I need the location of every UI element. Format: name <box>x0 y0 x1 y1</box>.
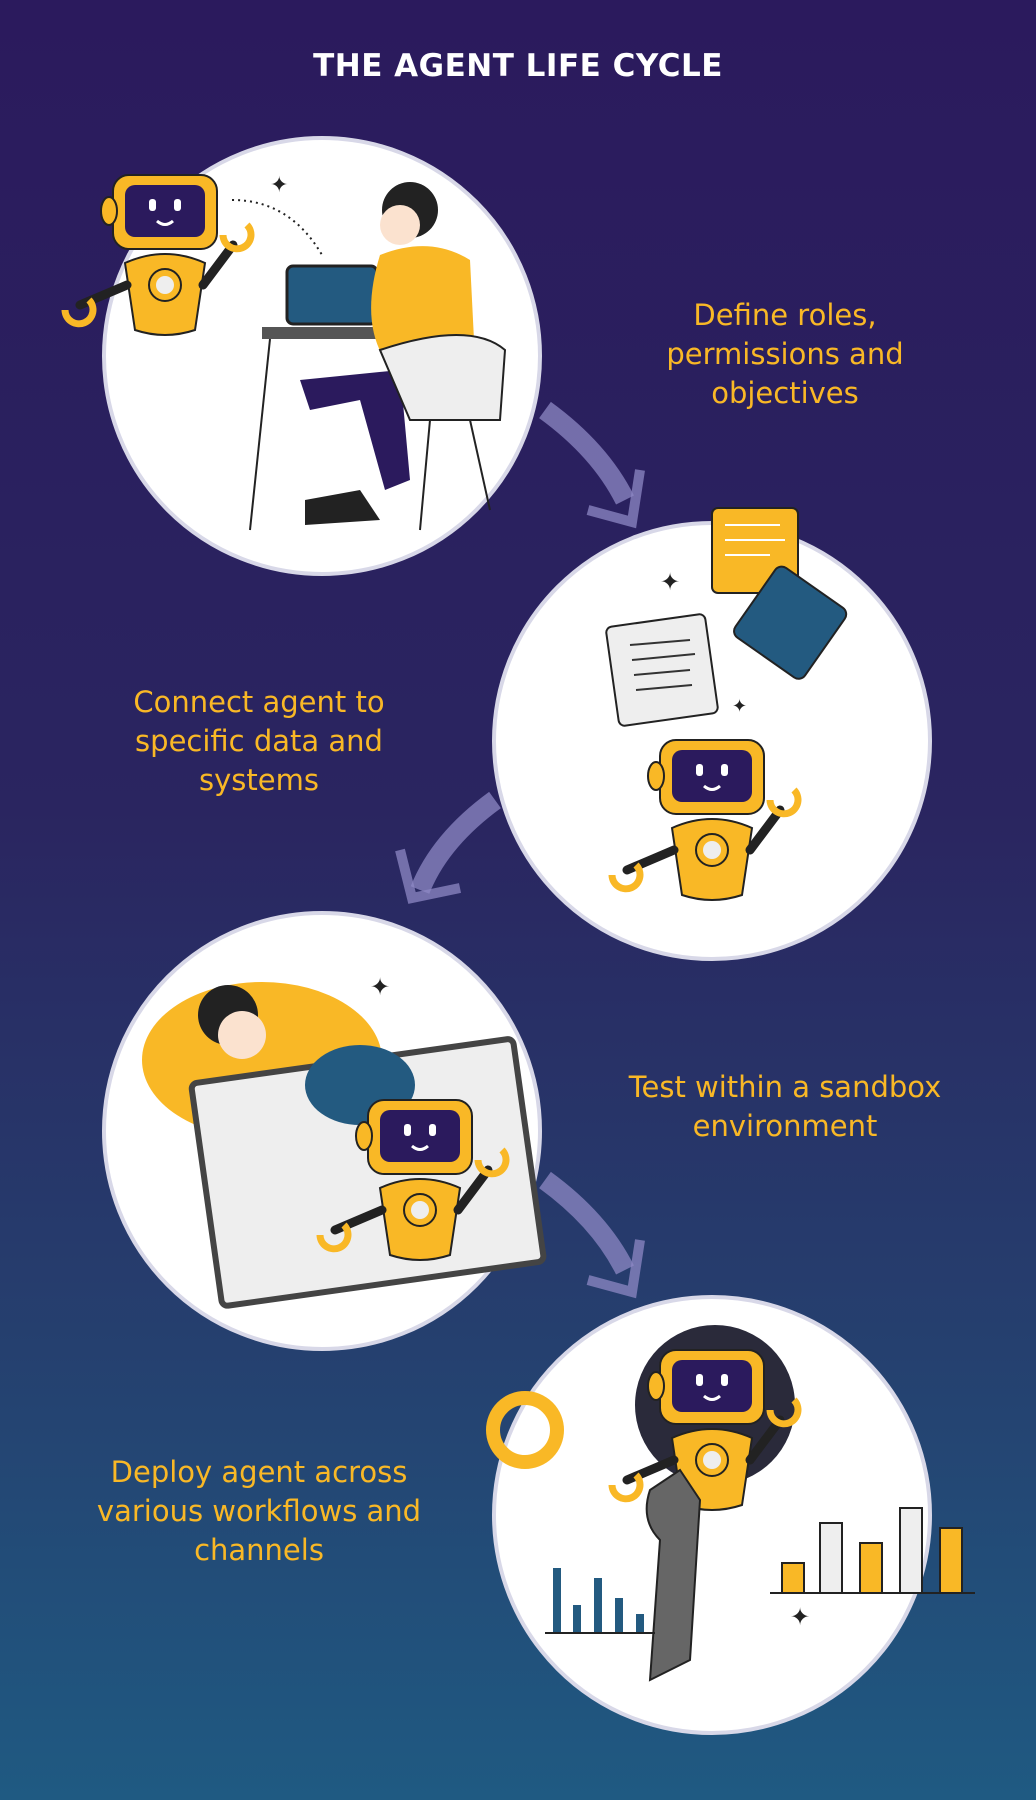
step-4-illustration: ✦ <box>486 1295 975 1735</box>
svg-text:✦: ✦ <box>660 568 680 596</box>
step-2-illustration: ✦ ✦ <box>492 507 932 961</box>
step-4-label: Deploy agent across various workflows an… <box>96 1455 422 1567</box>
svg-text:✦: ✦ <box>732 696 747 717</box>
step-2-label: Connect agent to specific data and syste… <box>133 685 385 797</box>
svg-text:✦: ✦ <box>370 973 390 1001</box>
step-3-label: Test within a sandbox environment <box>628 1070 942 1143</box>
page-title: THE AGENT LIFE CYCLE <box>313 48 723 84</box>
step-1-label: Define roles, permissions and objectives <box>666 298 904 410</box>
svg-text:✦: ✦ <box>790 1603 810 1631</box>
svg-text:✦: ✦ <box>270 173 288 198</box>
arrow-1-to-2 <box>539 401 645 529</box>
step-3-illustration: ✦ <box>102 911 547 1351</box>
step-1-illustration: ✦ <box>65 136 542 576</box>
arrow-2-to-3 <box>395 791 501 904</box>
arrow-3-to-4 <box>539 1171 645 1299</box>
